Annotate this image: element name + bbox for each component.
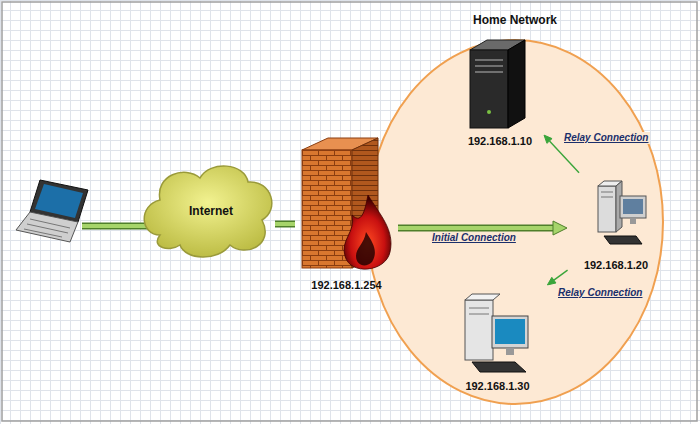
workstation-icon bbox=[598, 181, 646, 244]
connection-arrow bbox=[547, 270, 567, 285]
node-label: 192.168.1.30 bbox=[465, 380, 529, 393]
node-label: Internet bbox=[189, 205, 233, 218]
server-node: 192.168.1.10 bbox=[458, 38, 542, 148]
connection-arrow bbox=[275, 224, 295, 225]
connection-label: Initial Connection bbox=[430, 232, 518, 244]
server-icon bbox=[470, 40, 525, 128]
region-heading: Home Network bbox=[473, 14, 557, 27]
node-label: 192.168.1.20 bbox=[584, 259, 648, 272]
firewall-icon bbox=[302, 138, 391, 269]
node-label: 192.168.1.10 bbox=[468, 135, 532, 148]
firewall-node: 192.168.1.254 bbox=[298, 140, 395, 292]
network-region: Home Network 192.168.1.10 192.168.1.20 192.… bbox=[365, 8, 665, 406]
node-label: 192.168.1.254 bbox=[311, 279, 381, 292]
laptop-icon bbox=[16, 180, 156, 242]
network-ellipse bbox=[365, 8, 665, 406]
workstation-node: 192.168.1.20 bbox=[570, 175, 662, 272]
connection-label: Relay Connection bbox=[562, 132, 650, 144]
connection-label: Relay Connection bbox=[556, 287, 644, 299]
workstation-node: 192.168.1.30 bbox=[450, 280, 545, 393]
cloud-node: Internet bbox=[150, 165, 272, 258]
workstation-icon bbox=[465, 294, 528, 372]
internet-cloud bbox=[144, 166, 272, 257]
